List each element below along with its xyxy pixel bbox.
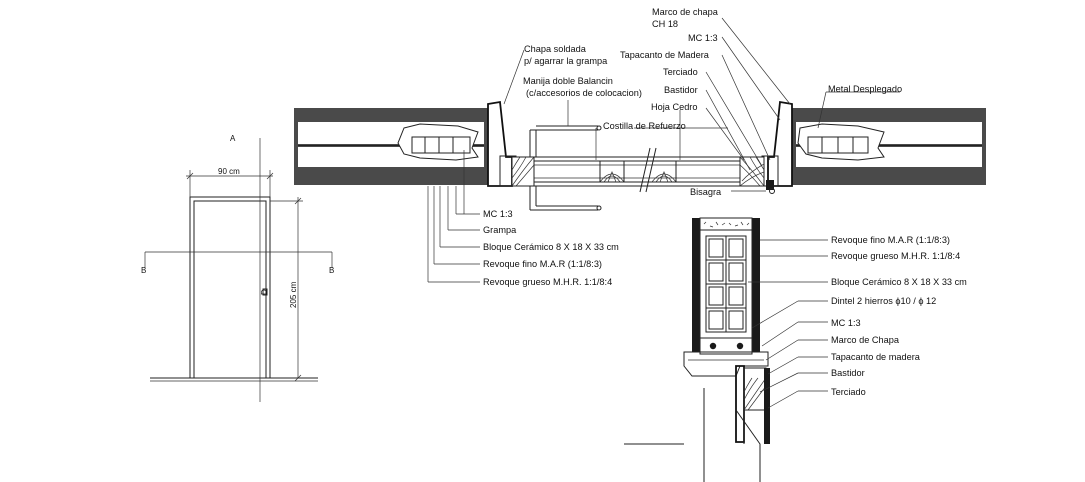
label-metal-desplegado: Metal Desplegado [828, 84, 902, 94]
stiffening-ribs [599, 161, 677, 183]
label-sec-terciado: Terciado [831, 387, 866, 397]
vertical-section: Revoque fino M.A.R (1:1/8:3) Revoque gru… [624, 217, 967, 482]
label-grampa: Grampa [483, 225, 517, 235]
label-revoque-grueso-left: Revoque grueso M.H.R. 1:1/8:4 [483, 277, 612, 287]
label-chapa-soldada-2: p/ agarrar la grampa [524, 56, 608, 66]
label-manija-1: Manija doble Balancin [523, 76, 613, 86]
label-manija-2: (c/accesorios de colocacion) [526, 88, 642, 98]
plan-section: Marco de chapa CH 18 MC 1:3 Tapacanto de… [294, 7, 986, 287]
label-bastidor: Bastidor [664, 85, 698, 95]
label-revoque-fino-left: Revoque fino M.A.R (1:1/8:3) [483, 259, 602, 269]
label-ch18: CH 18 [652, 19, 678, 29]
label-bloque-left: Bloque Cerámico 8 X 18 X 33 cm [483, 242, 619, 252]
label-sec-revoque-fino: Revoque fino M.A.R (1:1/8:3) [831, 235, 950, 245]
leaf-hatch-left [511, 156, 535, 187]
door-mark: D [260, 289, 269, 295]
label-sec-tapacanto: Tapacanto de madera [831, 352, 921, 362]
label-sec-marco: Marco de Chapa [831, 335, 900, 345]
label-terciado: Terciado [663, 67, 698, 77]
label-sec-mc: MC 1:3 [831, 318, 861, 328]
label-tapacanto: Tapacanto de Madera [620, 50, 710, 60]
door-handle [529, 125, 602, 211]
label-costilla: Costilla de Refuerzo [603, 121, 686, 131]
section-b-left-label: B [141, 266, 146, 275]
block-cells [706, 236, 746, 332]
leaf-hatch-right [739, 156, 765, 187]
section-b-right-label: B [329, 266, 334, 275]
section-a-label: A [230, 134, 236, 143]
height-dimension: 205 cm [289, 281, 298, 308]
label-sec-revoque-grueso: Revoque grueso M.H.R. 1:1/8:4 [831, 251, 960, 261]
label-sec-bastidor: Bastidor [831, 368, 865, 378]
label-sec-dintel: Dintel 2 hierros ϕ10 / ϕ 12 [831, 296, 936, 306]
door-elevation: A B B 90 cm 205 cm D [141, 134, 334, 402]
label-chapa-soldada-1: Chapa soldada [524, 44, 587, 54]
label-mc-top: MC 1:3 [688, 33, 718, 43]
width-dimension: 90 cm [218, 167, 240, 176]
label-mc-left: MC 1:3 [483, 209, 513, 219]
label-sec-bloque: Bloque Cerámico 8 X 18 X 33 cm [831, 277, 967, 287]
label-hoja-cedro: Hoja Cedro [651, 102, 697, 112]
label-bisagra: Bisagra [690, 187, 722, 197]
label-marco-chapa: Marco de chapa [652, 7, 719, 17]
